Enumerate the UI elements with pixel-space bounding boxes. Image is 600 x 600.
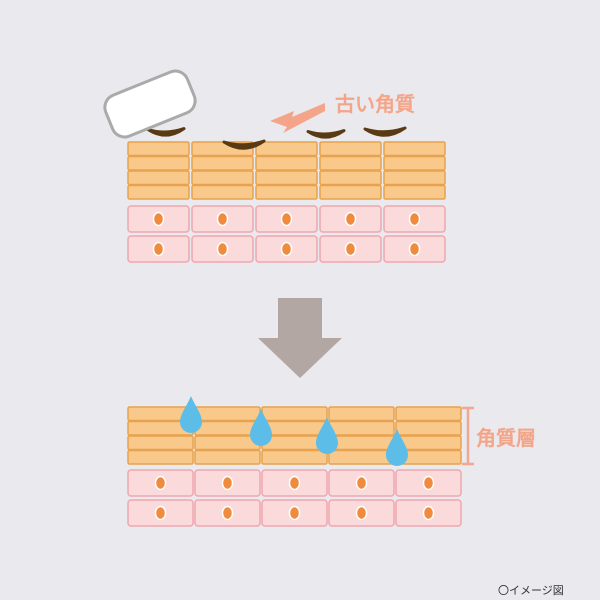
- stratum-corneum-strip: [395, 406, 462, 422]
- cell-nucleus: [344, 211, 357, 227]
- stratum-corneum-strip: [191, 184, 254, 200]
- cell-nucleus: [280, 241, 293, 257]
- stratum-corneum-strip: [261, 406, 328, 422]
- stratum-corneum-strip: [191, 170, 254, 186]
- stratum-corneum-strip: [127, 170, 190, 186]
- old-keratin-flakes: [146, 126, 407, 150]
- cell-nucleus: [154, 505, 167, 521]
- stratum-corneum-strip: [319, 141, 382, 157]
- cell-nucleus: [152, 211, 165, 227]
- skin-after: [127, 406, 462, 527]
- stratum-corneum-strip: [328, 449, 395, 465]
- stratum-corneum-strip: [127, 184, 190, 200]
- stratum-corneum-strip: [194, 449, 261, 465]
- stratum-corneum-strip: [395, 420, 462, 436]
- skin-before: [127, 141, 446, 263]
- stratum-corneum-strip: [255, 155, 318, 171]
- water-drop-icon: [180, 396, 202, 433]
- stratum-corneum-strip: [127, 435, 194, 451]
- layer-bracket: [462, 406, 474, 466]
- stratum-corneum-strip: [383, 141, 446, 157]
- pointer-arrow-icon: [270, 103, 325, 133]
- cell-nucleus: [408, 241, 421, 257]
- cell-nucleus: [288, 475, 301, 491]
- keratin-layer-label: 角質層: [476, 426, 536, 450]
- stratum-corneum-strip: [319, 184, 382, 200]
- cell-nucleus: [288, 505, 301, 521]
- stratum-corneum-strip: [255, 141, 318, 157]
- cell-nucleus: [422, 475, 435, 491]
- old-keratin-flake: [306, 129, 346, 139]
- water-drop-icon: [386, 429, 408, 466]
- stratum-corneum-strip: [255, 184, 318, 200]
- stratum-corneum-strip: [383, 155, 446, 171]
- old-keratin-label: 古い角質: [335, 92, 415, 116]
- old-keratin-flake: [363, 126, 407, 137]
- image-caption: 〇イメージ図: [498, 584, 564, 597]
- stratum-corneum-strip: [191, 155, 254, 171]
- water-drop-icon: [250, 409, 272, 446]
- cell-nucleus: [280, 211, 293, 227]
- down-arrow-icon: [258, 298, 342, 378]
- stratum-corneum-strip: [194, 406, 261, 422]
- old-keratin-flake: [222, 139, 266, 150]
- stratum-corneum-strip: [319, 155, 382, 171]
- cell-nucleus: [221, 475, 234, 491]
- stratum-corneum-strip: [328, 406, 395, 422]
- cell-nucleus: [216, 241, 229, 257]
- cell-nucleus: [221, 505, 234, 521]
- cell-nucleus: [154, 475, 167, 491]
- cell-nucleus: [216, 211, 229, 227]
- stratum-corneum-strip: [127, 155, 190, 171]
- stratum-corneum-strip: [127, 449, 194, 465]
- stratum-corneum-strip: [319, 170, 382, 186]
- stratum-corneum-strip: [328, 435, 395, 451]
- stratum-corneum-strip: [255, 170, 318, 186]
- water-drops: [180, 396, 408, 466]
- old-keratin-flake: [146, 127, 186, 137]
- stratum-corneum-strip: [328, 420, 395, 436]
- water-drop-icon: [316, 417, 338, 454]
- cell-nucleus: [355, 475, 368, 491]
- stratum-corneum-strip: [261, 449, 328, 465]
- cotton-pad-icon: [103, 69, 197, 139]
- stratum-corneum-strip: [127, 141, 190, 157]
- stratum-corneum-strip: [383, 184, 446, 200]
- cell-nucleus: [152, 241, 165, 257]
- stratum-corneum-strip: [383, 170, 446, 186]
- cell-nucleus: [408, 211, 421, 227]
- cell-nucleus: [344, 241, 357, 257]
- cell-nucleus: [355, 505, 368, 521]
- stratum-corneum-strip: [194, 435, 261, 451]
- cell-nucleus: [422, 505, 435, 521]
